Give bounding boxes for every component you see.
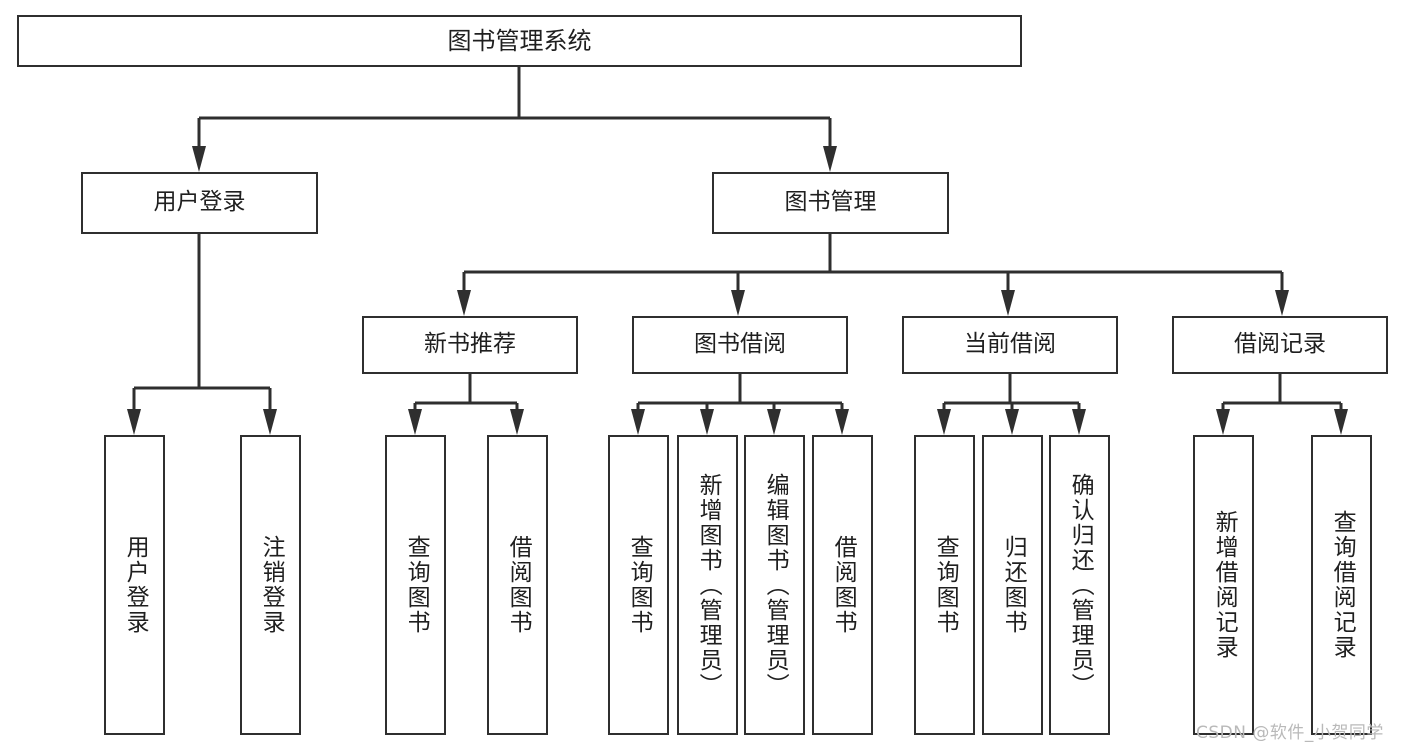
node-book-borrow[interactable]: 图书借阅	[632, 316, 848, 374]
node-leaf-borrow-book-2[interactable]: 借阅图书	[812, 435, 873, 735]
node-leaf-confirm-return[interactable]: 确认归还（管理员）	[1049, 435, 1110, 735]
node-leaf-add-book[interactable]: 新增图书（管理员）	[677, 435, 738, 735]
node-label: 借阅图书	[505, 535, 532, 635]
node-new-book-recommend[interactable]: 新书推荐	[362, 316, 578, 374]
node-leaf-query-book-3[interactable]: 查询图书	[914, 435, 975, 735]
node-label: 编辑图书（管理员）	[762, 472, 789, 698]
node-label: 确认归还（管理员）	[1067, 472, 1094, 698]
node-label: 查询借阅记录	[1329, 510, 1356, 660]
node-label: 图书借阅	[694, 331, 786, 358]
node-label: 用户登录	[153, 189, 246, 216]
node-label: 归还图书	[1000, 535, 1027, 635]
node-label: 借阅图书	[830, 535, 857, 635]
node-leaf-borrow-book-1[interactable]: 借阅图书	[487, 435, 548, 735]
node-leaf-query-book-1[interactable]: 查询图书	[385, 435, 446, 735]
node-leaf-user-login[interactable]: 用户登录	[104, 435, 165, 735]
node-label: 借阅记录	[1234, 331, 1326, 358]
node-label: 查询图书	[403, 535, 430, 635]
node-current-borrow[interactable]: 当前借阅	[902, 316, 1118, 374]
node-borrow-record[interactable]: 借阅记录	[1172, 316, 1388, 374]
node-label: 用户登录	[122, 535, 149, 635]
node-label: 新书推荐	[424, 331, 516, 358]
node-label: 新增图书（管理员）	[695, 472, 722, 698]
node-user-login[interactable]: 用户登录	[81, 172, 318, 234]
node-label: 注销登录	[258, 535, 285, 635]
csdn-watermark: CSDN @软件_小贺同学	[1196, 723, 1384, 743]
node-leaf-query-book-2[interactable]: 查询图书	[608, 435, 669, 735]
node-label: 图书管理	[784, 189, 877, 216]
node-leaf-add-record[interactable]: 新增借阅记录	[1193, 435, 1254, 735]
node-leaf-return-book[interactable]: 归还图书	[982, 435, 1043, 735]
node-label: 新增借阅记录	[1211, 510, 1238, 660]
node-label: 查询图书	[932, 535, 959, 635]
node-label: 当前借阅	[964, 331, 1056, 358]
node-root[interactable]: 图书管理系统	[17, 15, 1022, 67]
node-label: 查询图书	[626, 535, 653, 635]
node-label: 图书管理系统	[447, 26, 592, 55]
node-book-management[interactable]: 图书管理	[712, 172, 949, 234]
node-leaf-query-record[interactable]: 查询借阅记录	[1311, 435, 1372, 735]
node-leaf-edit-book[interactable]: 编辑图书（管理员）	[744, 435, 805, 735]
node-leaf-user-logout[interactable]: 注销登录	[240, 435, 301, 735]
